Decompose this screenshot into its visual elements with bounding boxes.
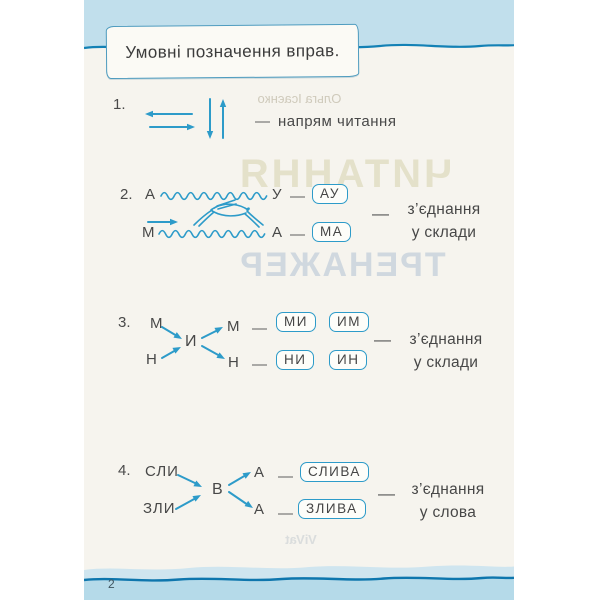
item-2-row1-right-letter: У <box>272 186 283 203</box>
item-4-result-box-zlyva: ЗЛИВА <box>298 499 366 519</box>
item-4-number: 4. <box>118 462 131 479</box>
item-2-label: з’єднання у склади <box>396 198 492 244</box>
wavy-line-icon <box>158 229 266 239</box>
item-4-result-box-slyva: СЛИВА <box>300 462 369 482</box>
item-3-label-dash: — <box>374 330 391 349</box>
item-2-label-line2: у склади <box>411 224 477 241</box>
item-1-number: 1. <box>113 96 126 113</box>
item-3-left-bottom-letter: Н <box>146 351 158 368</box>
item-4-label-line2: у слова <box>419 504 477 521</box>
item-4-left-bottom-syllable: ЗЛИ <box>143 500 176 517</box>
item-1-dash: — <box>255 113 270 130</box>
item-3-result-box-in: ИН <box>329 350 368 370</box>
showthrough-cover-title-2: ТРЕНАЖЕР <box>238 246 446 284</box>
item-3-right-bottom-letter: Н <box>228 354 240 371</box>
item-4-label-line1: з’єднання <box>411 481 485 498</box>
item-2-label-dash: — <box>372 204 389 223</box>
item-4-right-bottom-letter: А <box>254 501 266 518</box>
item-2-row1-dash: — <box>290 188 305 205</box>
item-3-result-box-mi: МИ <box>276 312 316 332</box>
page-title: Умовні позначення вправ. <box>125 40 340 62</box>
item-4-label-dash: — <box>378 484 395 503</box>
item-3-label-line1: з’єднання <box>409 331 483 348</box>
item-2-row2-right-letter: А <box>272 224 284 241</box>
right-arrow-icon <box>147 218 178 226</box>
item-2-row2-result-box: МА <box>312 222 352 242</box>
book-page: Ольга Ісаєнко ЧИТАННЯ ТРЕНАЖЕР ViVat Умо… <box>84 0 514 600</box>
item-3-right-top-letter: М <box>227 318 241 335</box>
showthrough-author: Ольга Ісаєнко <box>257 91 342 106</box>
merge-split-arrows-icon <box>161 326 225 359</box>
item-4-top-dash: — <box>278 468 293 485</box>
item-4-right-top-letter: А <box>254 464 266 481</box>
item-2-row1-left-letter: А <box>145 186 157 203</box>
item-4-bottom-dash: — <box>278 505 293 522</box>
item-3-number: 3. <box>118 314 131 331</box>
item-2-row2-left-letter: М <box>142 224 156 241</box>
item-2-row2-dash: — <box>290 226 305 243</box>
item-3-bottom-dash: — <box>252 356 267 373</box>
rabbit-icon <box>193 199 264 228</box>
item-3-top-dash: — <box>252 320 267 337</box>
title-box: Умовні позначення вправ. <box>105 23 360 80</box>
item-4-label: з’єднання у слова <box>400 478 496 524</box>
reading-direction-arrows-icon <box>145 98 227 139</box>
item-2-number: 2. <box>120 186 133 203</box>
item-3-center-letter: И <box>185 333 198 350</box>
item-4-left-top-syllable: СЛИ <box>145 463 179 480</box>
item-2-row1-result-box: АУ <box>312 184 348 204</box>
item-3-result-box-im: ИМ <box>329 312 369 332</box>
item-4-center-letter: В <box>212 481 224 498</box>
item-1-label: напрям читання <box>278 113 397 130</box>
item-3-label-line2: у склади <box>413 354 479 371</box>
merge-split-arrows-icon <box>175 472 253 510</box>
page-number: 2 <box>108 577 115 591</box>
item-3-left-top-letter: М <box>150 315 164 332</box>
item-3-label: з’єднання у склади <box>398 328 494 374</box>
item-2-label-line1: з’єднання <box>407 201 481 218</box>
showthrough-publisher-logo: ViVat <box>285 532 317 547</box>
bottom-band-wave <box>84 565 514 600</box>
item-3-result-box-ni: НИ <box>276 350 315 370</box>
wavy-line-icon <box>160 191 268 201</box>
